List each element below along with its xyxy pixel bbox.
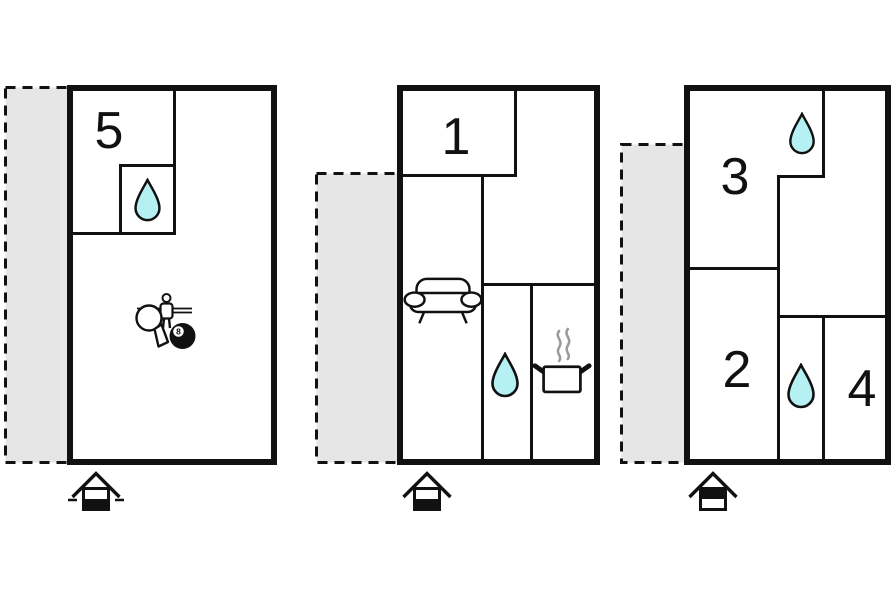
wall xyxy=(690,267,780,270)
game-room-icons: 8 xyxy=(135,293,196,349)
table-tennis-paddle-icon xyxy=(135,304,163,332)
annex-area-right xyxy=(620,143,688,464)
unit-right-plan: 3 2 4 xyxy=(684,85,891,465)
foosball-player-legs xyxy=(161,318,172,329)
house-floor-highlight-bottom xyxy=(416,499,438,508)
billiard-8-ball-circle xyxy=(173,326,184,337)
water-drop-icon xyxy=(134,178,161,222)
house-roof xyxy=(402,471,452,499)
annex-outline xyxy=(4,86,71,464)
unit-left-plan: 5 8 xyxy=(67,85,277,465)
water-drop-shape xyxy=(134,178,161,222)
water-drop-shape xyxy=(789,112,815,155)
water-drop-icon xyxy=(789,112,815,155)
upper-floor-house-icon xyxy=(688,471,738,511)
sofa-armrest xyxy=(460,291,483,308)
wall xyxy=(514,91,517,177)
room-label-1: 1 xyxy=(441,108,471,166)
ground-floor-house-icon xyxy=(402,471,452,511)
wall xyxy=(777,315,885,318)
wall xyxy=(530,283,533,459)
billiard-8-ball-number: 8 xyxy=(176,327,181,337)
annex-area-left xyxy=(4,86,71,464)
water-drop-shape xyxy=(491,352,519,398)
wall xyxy=(403,174,517,177)
annex-area-middle xyxy=(315,172,400,464)
annex-outline xyxy=(315,172,400,464)
house-roof xyxy=(688,471,738,499)
ground-floor-house-icon xyxy=(68,471,124,511)
room-label-2: 2 xyxy=(722,341,752,399)
house-floor-highlight-top xyxy=(702,490,724,499)
steam-icon xyxy=(565,327,571,361)
wall xyxy=(822,315,825,459)
room-label-5: 5 xyxy=(94,102,124,160)
water-drop-icon xyxy=(787,363,815,409)
sofa-armrest xyxy=(403,291,426,308)
sofa-legs xyxy=(418,311,468,324)
cooking-pot-icon xyxy=(532,327,592,394)
wall xyxy=(481,283,594,286)
sofa-icon xyxy=(403,277,483,324)
wall xyxy=(481,174,484,459)
house-roof xyxy=(71,471,121,499)
table-tennis-paddle-handle xyxy=(153,323,170,348)
foosball-player-head xyxy=(161,293,172,303)
annex-outline xyxy=(620,143,688,464)
unit-middle-plan: 1 xyxy=(397,85,600,465)
steam-icon xyxy=(556,329,562,363)
wall xyxy=(173,91,176,235)
house-floor-highlight-bottom xyxy=(85,499,107,508)
room-label-4: 4 xyxy=(847,360,877,418)
billiard-8-ball-icon xyxy=(169,323,196,349)
pot-body xyxy=(542,365,582,394)
wall xyxy=(777,91,780,459)
water-drop-shape xyxy=(787,363,815,409)
room-label-3: 3 xyxy=(720,148,750,206)
water-drop-icon xyxy=(491,352,519,398)
